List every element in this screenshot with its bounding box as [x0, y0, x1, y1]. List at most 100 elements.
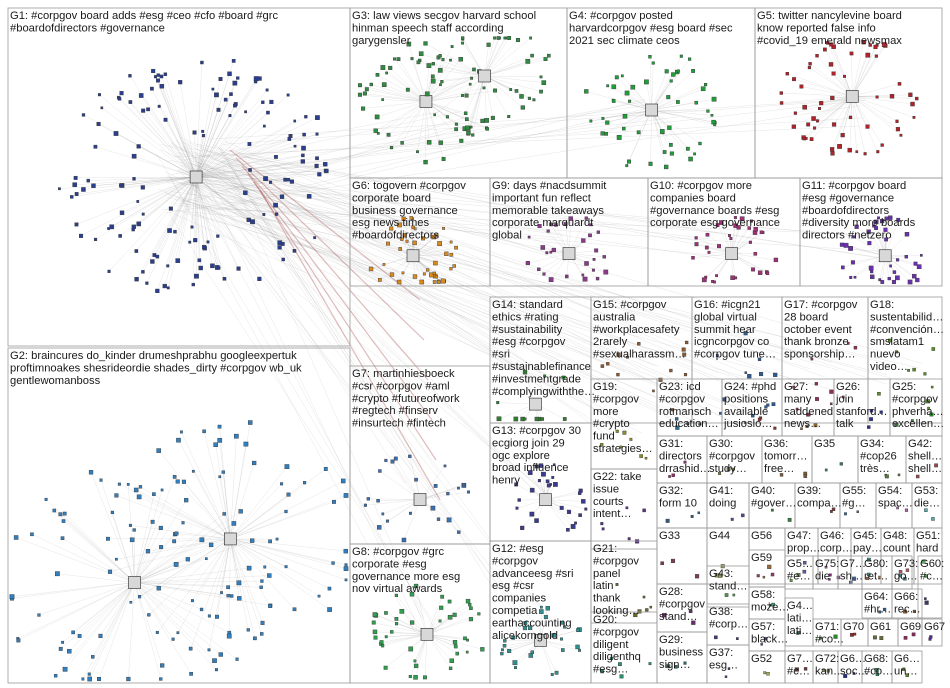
network-node: [830, 96, 834, 100]
network-node: [602, 528, 604, 530]
network-node: [373, 612, 377, 616]
network-node: [666, 95, 670, 99]
network-node: [704, 83, 707, 86]
network-node: [524, 418, 526, 420]
network-node: [520, 94, 524, 98]
network-node: [695, 101, 698, 104]
network-node: [660, 129, 664, 133]
network-node: [382, 513, 384, 515]
network-node: [689, 157, 693, 161]
network-node: [714, 636, 717, 639]
network-node: [555, 671, 558, 674]
network-node: [10, 595, 14, 599]
network-node: [896, 258, 899, 261]
network-node: [880, 636, 883, 639]
network-node: [151, 520, 154, 523]
network-node: [588, 234, 591, 237]
network-node: [579, 514, 582, 517]
network-node: [472, 68, 475, 71]
network-node: [537, 268, 540, 271]
group-label: G55:#g…: [842, 485, 866, 509]
network-node: [493, 37, 496, 40]
network-node: [596, 277, 599, 280]
network-node: [661, 562, 664, 565]
network-node: [913, 116, 915, 118]
network-node: [146, 549, 150, 553]
network-node: [406, 88, 409, 91]
network-node: [441, 279, 445, 283]
network-node: [433, 280, 436, 283]
network-node: [713, 281, 715, 283]
network-node: [461, 94, 464, 97]
network-node: [370, 83, 373, 86]
network-node: [547, 484, 551, 488]
network-node: [698, 512, 700, 514]
network-node: [669, 369, 672, 372]
network-node: [176, 259, 180, 263]
network-node: [324, 467, 327, 470]
network-node: [387, 133, 390, 136]
network-node: [876, 96, 879, 99]
hub-avatar: [414, 494, 426, 506]
group-label: G52: [751, 653, 772, 665]
network-node: [520, 526, 524, 530]
network-node: [812, 116, 816, 120]
network-node: [803, 105, 807, 109]
group-label: G41:doing: [709, 485, 736, 509]
network-node: [561, 648, 564, 651]
network-node: [161, 489, 163, 491]
network-node: [691, 515, 693, 517]
network-node: [432, 62, 435, 65]
network-node: [411, 57, 414, 60]
network-node: [434, 484, 437, 487]
network-node: [285, 464, 289, 468]
network-node: [384, 611, 387, 614]
network-node: [111, 511, 114, 514]
network-node: [448, 600, 451, 603]
network-node: [253, 637, 256, 640]
network-node: [645, 457, 647, 459]
network-node: [668, 475, 670, 477]
network-node: [466, 131, 470, 135]
network-node: [108, 270, 111, 273]
network-node: [771, 573, 774, 576]
network-node: [385, 72, 387, 74]
network-node: [831, 152, 835, 156]
network-node: [189, 241, 191, 243]
network-node: [233, 81, 237, 85]
network-node: [72, 631, 75, 634]
network-node: [645, 608, 648, 611]
hub-avatar: [726, 248, 738, 260]
network-node: [736, 637, 738, 639]
hub-avatar: [646, 104, 658, 116]
network-node: [423, 676, 426, 679]
hub-avatar: [846, 90, 858, 102]
network-node: [493, 89, 496, 92]
network-node: [427, 63, 431, 67]
network-node: [393, 58, 396, 61]
network-node: [601, 132, 605, 136]
network-node: [680, 55, 683, 58]
network-node: [533, 99, 536, 102]
network-node: [731, 518, 734, 521]
network-node: [890, 94, 894, 98]
network-node: [841, 266, 844, 269]
network-node: [780, 101, 783, 104]
network-node: [332, 562, 335, 565]
hub-avatar: [421, 628, 433, 640]
network-node: [875, 55, 878, 58]
network-node: [180, 431, 182, 433]
network-node: [139, 485, 142, 488]
network-node: [898, 82, 901, 85]
network-node: [526, 261, 530, 265]
network-node: [806, 123, 809, 126]
network-node: [58, 188, 60, 190]
group-label: G6…un…: [894, 653, 920, 677]
network-node: [439, 606, 443, 610]
network-node: [800, 85, 803, 88]
network-node: [437, 280, 440, 283]
network-node: [917, 265, 921, 269]
network-node: [293, 249, 296, 252]
network-node: [410, 621, 414, 625]
network-node: [390, 146, 393, 149]
